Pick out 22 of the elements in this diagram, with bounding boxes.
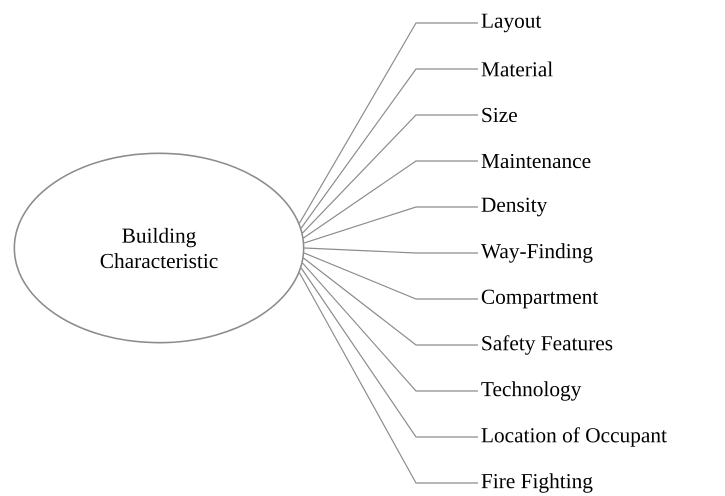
item-label: Maintenance <box>482 154 590 168</box>
item-label: Layout <box>482 14 542 32</box>
item-label: Location of Occupant <box>482 427 667 447</box>
connector <box>304 252 478 300</box>
item-label: Fire Fighting <box>482 473 593 493</box>
item-label: Size <box>482 108 517 122</box>
connector <box>298 22 478 224</box>
connector <box>303 258 478 346</box>
item-label: Way-Finding <box>480 243 593 263</box>
item-label: Material <box>482 62 553 76</box>
connector <box>304 206 478 244</box>
connector <box>303 160 478 238</box>
connector <box>298 272 478 484</box>
connector <box>300 68 478 228</box>
connector <box>300 268 478 438</box>
item-label: Safety Features <box>482 335 612 355</box>
item-label: Density <box>482 198 548 216</box>
connector <box>304 247 478 254</box>
item-label: Technology <box>481 381 582 401</box>
connector <box>302 114 478 234</box>
connector <box>302 262 478 392</box>
item-label: Compartment <box>482 290 598 308</box>
